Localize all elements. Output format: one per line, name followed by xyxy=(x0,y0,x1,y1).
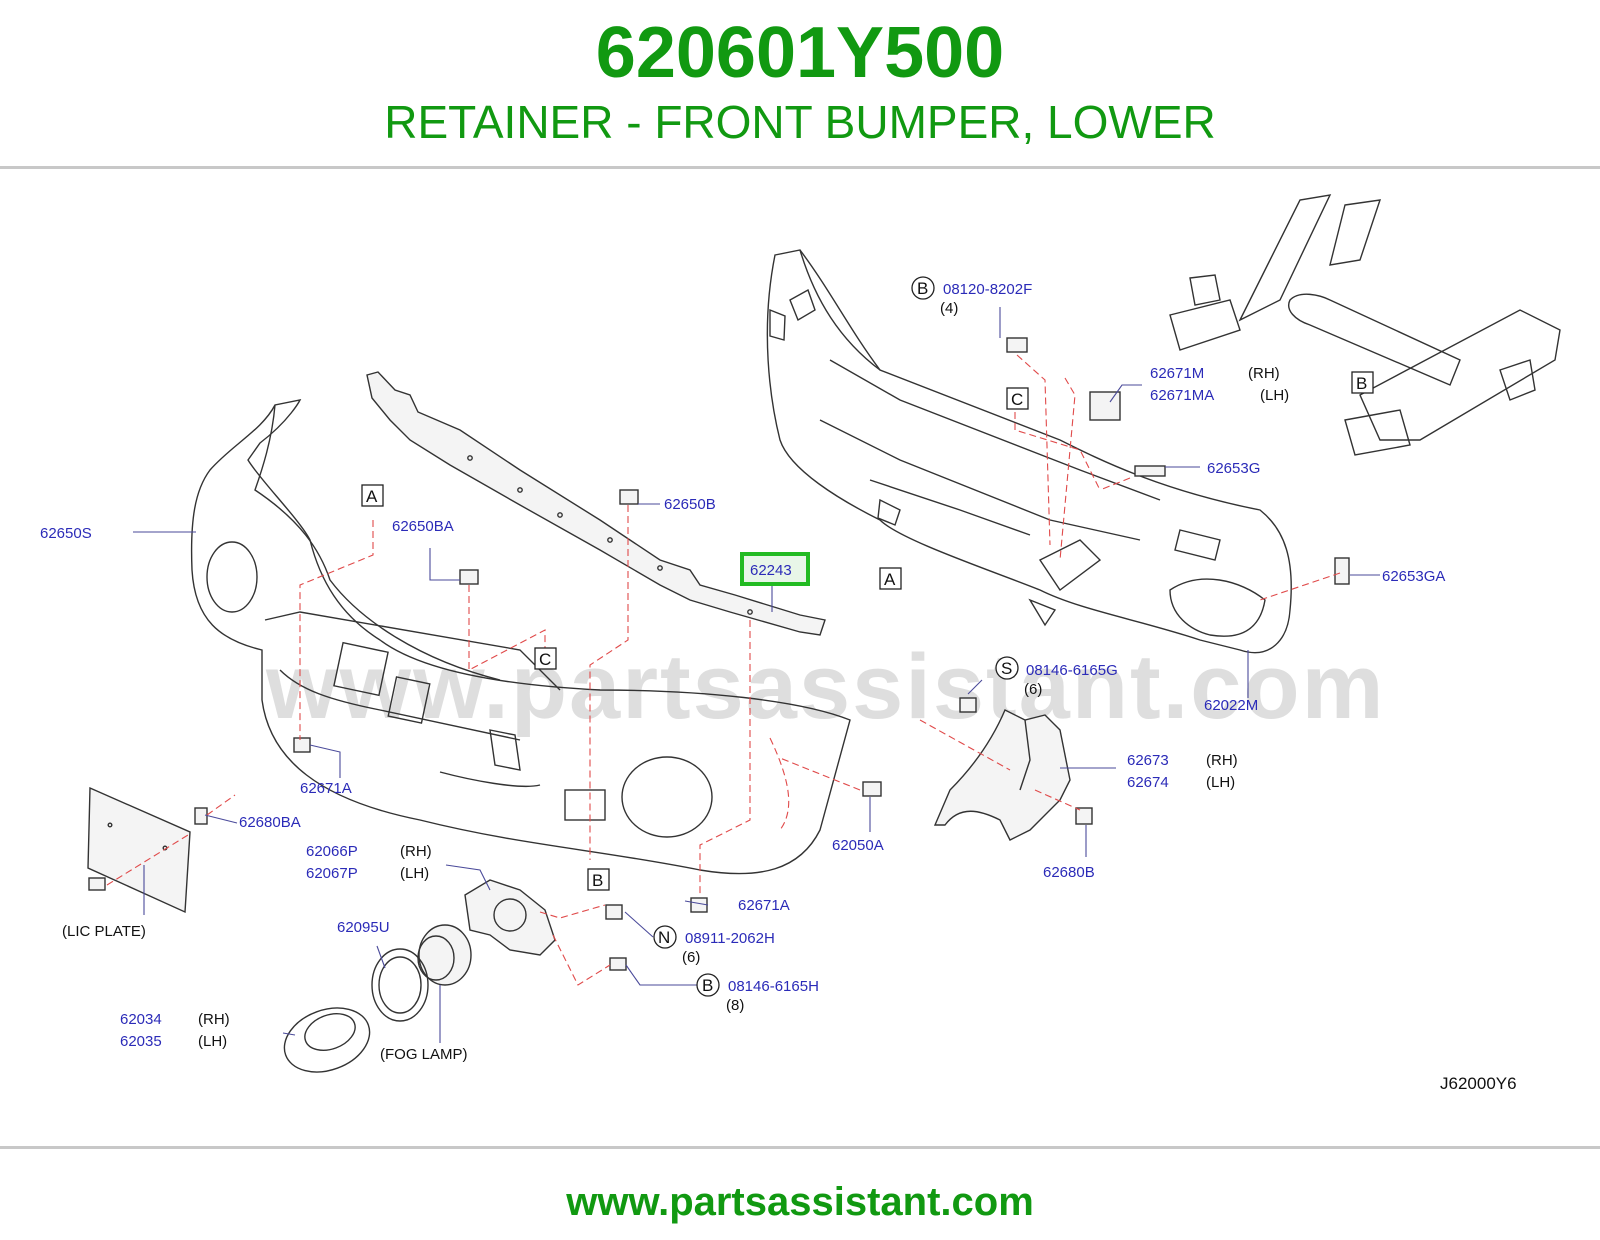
footer-website-link[interactable]: www.partsassistant.com xyxy=(566,1180,1034,1224)
code-s-08146g: S xyxy=(1001,659,1012,678)
clip-62671a-icon xyxy=(293,737,311,753)
page-header: 620601Y500 RETAINER - FRONT BUMPER, LOWE… xyxy=(0,0,1600,168)
ref-a-reinforcement: A xyxy=(884,570,896,589)
clip-62650ba-icon xyxy=(459,569,479,585)
diagram-code: J62000Y6 xyxy=(1440,1074,1517,1093)
side-bracket-62673[interactable] xyxy=(933,709,1071,841)
fog-lamp-bezel[interactable] xyxy=(275,997,378,1083)
label-62653GA[interactable]: 62653GA xyxy=(1382,568,1445,585)
highlight-box-62243[interactable] xyxy=(740,552,810,586)
side-62034: (RH) xyxy=(198,1011,230,1028)
side-62673: (RH) xyxy=(1206,752,1238,769)
bolt-lic-plate-icon xyxy=(88,877,106,891)
footer-divider xyxy=(0,1146,1600,1149)
side-62066P: (RH) xyxy=(400,843,432,860)
callout-labels: 62650S 62650BA 62650B 62243 08120-8202F … xyxy=(40,281,1517,1093)
qty-08911: (6) xyxy=(682,949,700,966)
label-62095U[interactable]: 62095U xyxy=(337,919,390,936)
label-62680BA[interactable]: 62680BA xyxy=(239,814,301,831)
license-plate xyxy=(87,786,191,914)
label-62050A[interactable]: 62050A xyxy=(832,837,884,854)
label-62674[interactable]: 62674 xyxy=(1127,774,1169,791)
label-62243[interactable]: 62243 xyxy=(750,562,792,579)
ref-b-frame: B xyxy=(1356,374,1367,393)
clip-62680ba-icon xyxy=(194,807,208,825)
label-08911-2062H[interactable]: 08911-2062H xyxy=(685,930,775,947)
seal-62653g-icon xyxy=(1134,465,1166,477)
label-62066P[interactable]: 62066P xyxy=(306,843,358,860)
watermark-text: www.partsassistant.com xyxy=(265,636,1385,738)
part-number: 620601Y500 xyxy=(595,13,1005,93)
fog-lamp-ring[interactable] xyxy=(371,948,429,1022)
label-62650S[interactable]: 62650S xyxy=(40,525,92,542)
nut-08911-icon xyxy=(605,904,623,920)
ref-b-lower: B xyxy=(592,871,603,890)
label-fog-lamp: (FOG LAMP) xyxy=(380,1046,468,1063)
qty-08146G: (6) xyxy=(1024,681,1042,698)
clip-62671a-lower-icon xyxy=(690,897,708,913)
label-62673[interactable]: 62673 xyxy=(1127,752,1169,769)
header-divider xyxy=(0,166,1600,169)
front-bumper-reinforcement[interactable] xyxy=(766,249,1292,654)
ref-markers: A C C B A B xyxy=(361,371,1374,891)
fasteners xyxy=(88,337,1350,971)
label-62671A-upper[interactable]: 62671A xyxy=(300,780,352,797)
label-lic-plate: (LIC PLATE) xyxy=(62,923,146,940)
code-n-08911: N xyxy=(658,928,670,947)
label-62653G[interactable]: 62653G xyxy=(1207,460,1260,477)
bolt-62650b-icon xyxy=(619,489,639,505)
parts-diagram: www.partsassistant.com xyxy=(40,194,1561,1093)
code-b-08120: B xyxy=(917,279,928,298)
bracket-62671m-icon xyxy=(1089,391,1121,421)
label-62022M[interactable]: 62022M xyxy=(1204,697,1258,714)
seal-62653ga-icon xyxy=(1334,557,1350,585)
bolt-08146h-icon xyxy=(609,957,627,971)
side-62035: (LH) xyxy=(198,1033,227,1050)
qty-08120: (4) xyxy=(940,300,958,317)
screw-62050a-icon xyxy=(862,781,882,797)
side-62674: (LH) xyxy=(1206,774,1235,791)
label-08120-8202F[interactable]: 08120-8202F xyxy=(943,281,1032,298)
label-62034[interactable]: 62034 xyxy=(120,1011,162,1028)
label-62671M[interactable]: 62671M xyxy=(1150,365,1204,382)
fog-lamp[interactable] xyxy=(417,924,472,986)
label-62680B[interactable]: 62680B xyxy=(1043,864,1095,881)
label-08146-6165G[interactable]: 08146-6165G xyxy=(1026,662,1118,679)
screw-08146g-icon xyxy=(959,697,977,713)
bolt-08120-icon xyxy=(1006,337,1028,353)
code-b-08146h: B xyxy=(702,976,713,995)
qty-08146H: (8) xyxy=(726,997,744,1014)
front-bumper-fascia[interactable] xyxy=(190,399,851,875)
label-62035[interactable]: 62035 xyxy=(120,1033,162,1050)
ref-c-left: C xyxy=(539,650,551,669)
ref-a-upper: A xyxy=(366,487,378,506)
label-62650B[interactable]: 62650B xyxy=(664,496,716,513)
fog-lamp-bracket[interactable] xyxy=(464,879,556,956)
label-62067P[interactable]: 62067P xyxy=(306,865,358,882)
frame-rails xyxy=(1169,194,1561,456)
side-62067P: (LH) xyxy=(400,865,429,882)
label-08146-6165H[interactable]: 08146-6165H xyxy=(728,978,819,995)
assembly-lines xyxy=(106,354,1341,986)
lower-retainer-62243[interactable] xyxy=(366,371,826,636)
circled-codes: B S N B xyxy=(653,276,1019,997)
label-62671MA[interactable]: 62671MA xyxy=(1150,387,1214,404)
side-62671M: (RH) xyxy=(1248,365,1280,382)
leader-lines xyxy=(133,307,1380,1043)
side-62671MA: (LH) xyxy=(1260,387,1289,404)
label-62650BA[interactable]: 62650BA xyxy=(392,518,454,535)
part-title: RETAINER - FRONT BUMPER, LOWER xyxy=(384,96,1216,148)
label-62671A-lower[interactable]: 62671A xyxy=(738,897,790,914)
clip-62680b-icon xyxy=(1075,807,1093,825)
ref-c-right: C xyxy=(1011,390,1023,409)
